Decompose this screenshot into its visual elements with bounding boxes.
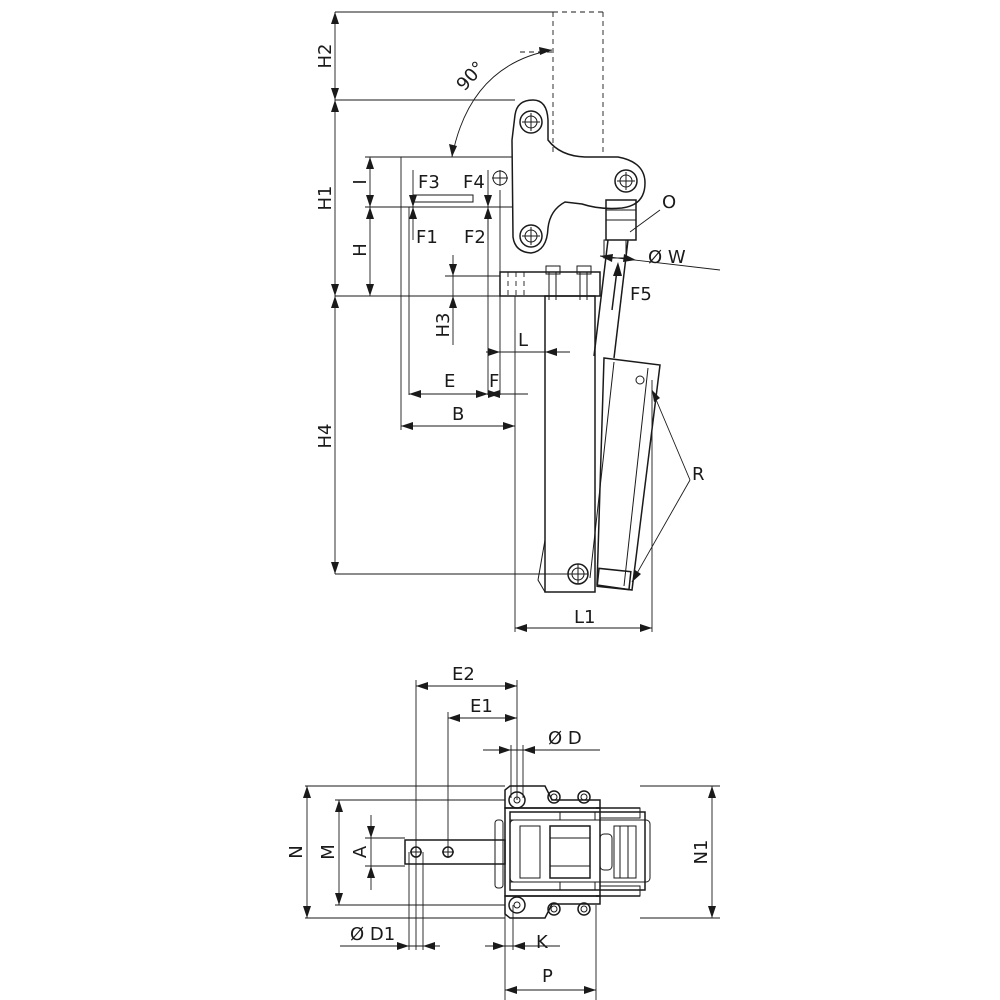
- top-height-dimensions: [303, 786, 716, 918]
- label-h2: H2: [315, 44, 336, 69]
- label-f: F: [489, 371, 499, 392]
- mount-hole-bottom-left: [508, 896, 526, 914]
- top-width-dimensions: [340, 682, 600, 994]
- label-w: Ø W: [648, 247, 686, 268]
- top-view: E2 E1 Ø D N M A N1 Ø D1 K P: [286, 664, 720, 1000]
- label-f2: F2: [464, 227, 486, 248]
- force-arrows: [409, 170, 622, 311]
- label-e2: E2: [452, 664, 475, 685]
- side-extension-lines: [335, 11, 653, 632]
- side-view-labels: H2 H1 H4 I H H3 F3 F4 F1 F2 F5 O Ø W L E…: [315, 44, 705, 629]
- label-e: E: [444, 371, 455, 392]
- label-d: Ø D: [548, 728, 582, 749]
- leader-lines: [599, 209, 721, 583]
- label-h4: H4: [315, 424, 336, 449]
- label-m: M: [318, 844, 339, 860]
- label-k: K: [536, 932, 549, 953]
- label-f3: F3: [418, 172, 440, 193]
- pivot-hole-right: [614, 169, 638, 193]
- label-f5: F5: [630, 284, 652, 305]
- washer-rows: [509, 807, 641, 897]
- label-i: I: [350, 179, 371, 184]
- pivot-hole-mid: [492, 170, 508, 186]
- label-e1: E1: [470, 696, 493, 717]
- height-dimensions: [331, 12, 457, 574]
- label-angle: 90°: [452, 57, 489, 95]
- label-n: N: [286, 845, 307, 858]
- top-spindle-bar: [404, 819, 506, 889]
- label-d1: Ø D1: [350, 924, 395, 945]
- side-view: H2 H1 H4 I H H3 F3 F4 F1 F2 F5 O Ø W L E…: [315, 11, 721, 632]
- label-h: H: [350, 243, 371, 257]
- width-dimensions: [401, 348, 652, 632]
- handle-phantom: [520, 11, 604, 155]
- label-r: R: [692, 464, 705, 485]
- label-f4: F4: [463, 172, 485, 193]
- pivot-hole-lower: [519, 224, 543, 248]
- label-o: O: [662, 192, 676, 213]
- top-base-plate: [504, 785, 601, 809]
- label-f1: F1: [416, 227, 438, 248]
- clamp-body: [537, 295, 596, 593]
- label-h3: H3: [433, 313, 454, 338]
- pivot-hole-top: [519, 110, 543, 134]
- top-view-labels: E2 E1 Ø D N M A N1 Ø D1 K P: [286, 664, 712, 987]
- base-plate: [499, 265, 601, 300]
- label-n1: N1: [691, 840, 712, 865]
- angle-arc-90: [449, 47, 553, 158]
- air-cylinder: [589, 357, 661, 591]
- bolt-holes: [547, 790, 591, 916]
- top-extension-lines: [305, 680, 720, 1000]
- label-h1: H1: [315, 186, 336, 211]
- clamp-arm: [511, 99, 646, 254]
- label-b: B: [452, 404, 464, 425]
- label-l1: L1: [574, 607, 595, 628]
- label-p: P: [542, 966, 553, 987]
- label-a: A: [350, 845, 371, 858]
- label-l: L: [518, 330, 528, 351]
